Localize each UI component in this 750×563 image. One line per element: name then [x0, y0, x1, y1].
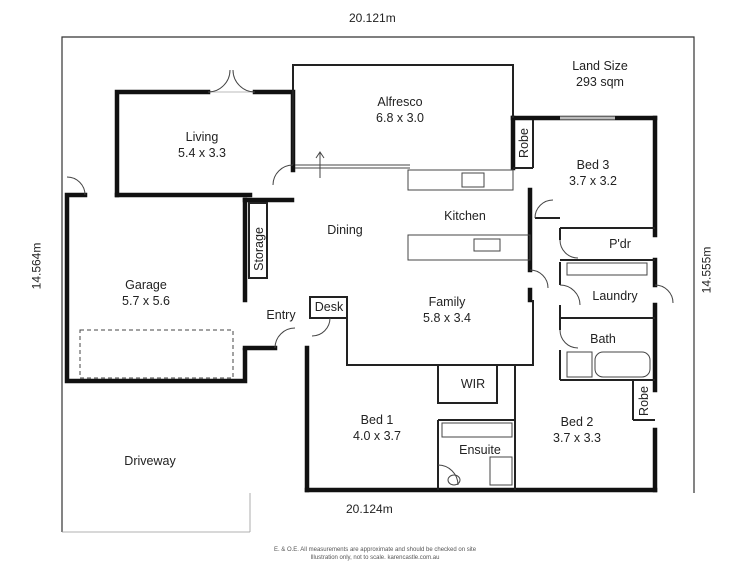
land-size-value: 293 sqm [576, 75, 624, 89]
room-family-name: Family [428, 295, 466, 309]
room-dining-name: Dining [327, 223, 363, 237]
room-ensuite-name: Ensuite [459, 443, 501, 457]
room-pdr-name: P'dr [609, 237, 631, 251]
driveway-label: Driveway [124, 454, 176, 468]
room-bed1-size: 4.0 x 3.7 [353, 429, 401, 443]
room-kitchen-name: Kitchen [444, 209, 486, 223]
room-bath-name: Bath [590, 332, 616, 346]
dimension-right: 14.555m [699, 246, 714, 294]
room-alfresco-size: 6.8 x 3.0 [376, 111, 424, 125]
room-desk-name: Desk [314, 300, 344, 314]
footer-disclaimer: E. & O.E. All measurements are approxima… [273, 547, 477, 553]
room-robe-top-name: Robe [517, 128, 531, 158]
dimension-bottom: 20.124m [346, 502, 393, 516]
room-bed2-size: 3.7 x 3.3 [553, 431, 601, 445]
room-entry-name: Entry [266, 308, 296, 322]
land-size-label: Land Size [572, 59, 628, 73]
room-garage-size: 5.7 x 5.6 [122, 294, 170, 308]
room-bed1-name: Bed 1 [360, 413, 394, 427]
room-robe-right-name: Robe [637, 386, 651, 416]
room-bed3-size: 3.7 x 3.2 [569, 174, 617, 188]
lot-boundary [61, 36, 695, 533]
footer-credit: Illustration only, not to scale. karenca… [310, 555, 440, 561]
room-family-size: 5.8 x 3.4 [423, 311, 471, 325]
room-bed2-name: Bed 2 [560, 415, 594, 429]
room-laundry-name: Laundry [592, 289, 638, 303]
room-garage-name: Garage [125, 278, 167, 292]
walls [64, 89, 658, 493]
thin-walls [248, 64, 655, 490]
room-living-name: Living [185, 130, 219, 144]
room-alfresco-name: Alfresco [377, 95, 423, 109]
room-living-size: 5.4 x 3.3 [178, 146, 226, 160]
room-storage-name: Storage [252, 227, 266, 271]
dimension-top: 20.121m [349, 11, 396, 25]
room-wir-name: WIR [460, 377, 486, 391]
dimension-left: 14.564m [29, 242, 44, 290]
room-bed3-name: Bed 3 [576, 158, 610, 172]
fixtures [66, 69, 674, 486]
